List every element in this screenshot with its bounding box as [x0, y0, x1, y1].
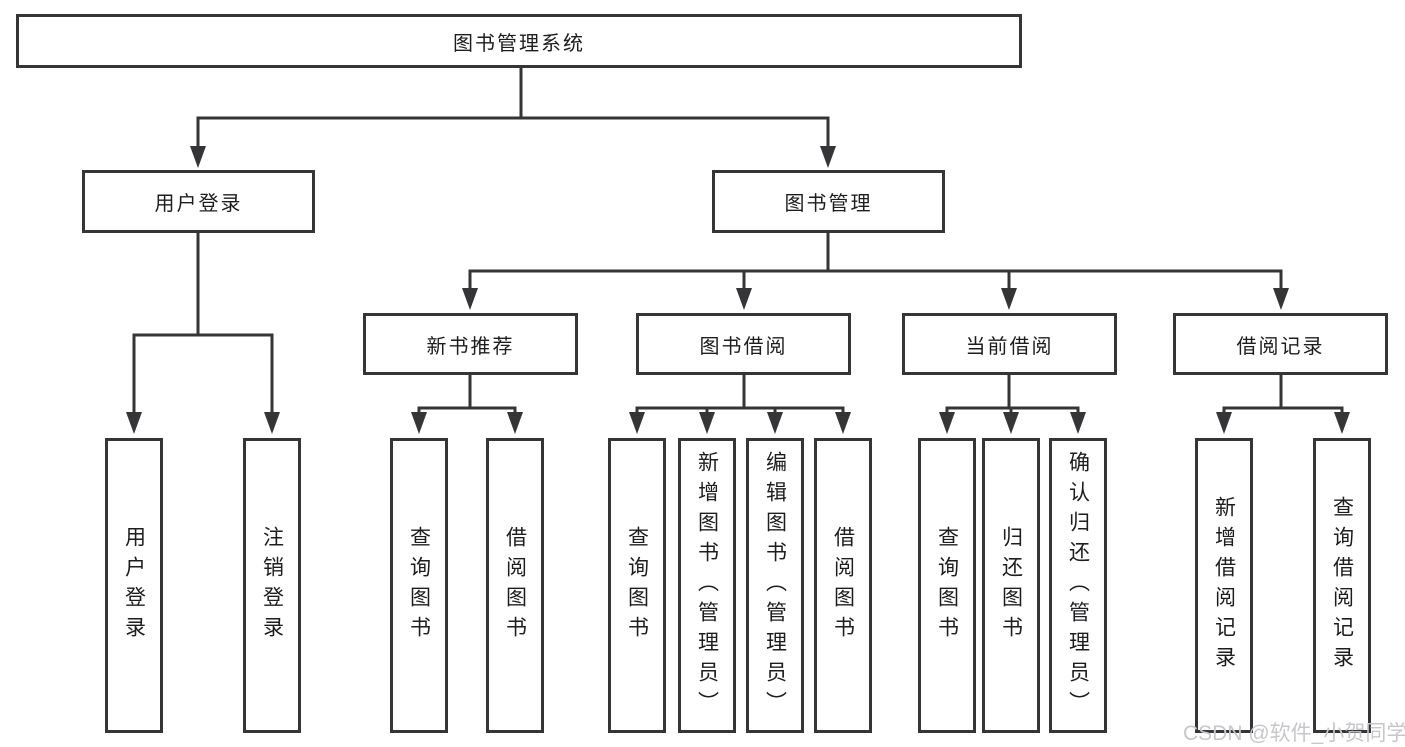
leaf-logout: 注销登录	[243, 438, 301, 733]
node-borrowing-records: 借阅记录	[1173, 313, 1388, 375]
leaf-query-books-current: 查询图书	[918, 438, 976, 733]
node-book-management-branch: 图书管理	[712, 170, 945, 233]
node-label: 新书推荐	[426, 335, 515, 358]
leaf-borrow-books-recommend: 借阅图书	[486, 438, 544, 733]
leaf-label: 注销登录	[260, 525, 284, 646]
node-label: 图书借阅	[699, 335, 788, 358]
leaf-label: 查询图书	[625, 525, 649, 646]
leaf-query-borrow-record: 查询借阅记录	[1313, 438, 1371, 733]
leaf-label: 新增借阅记录	[1212, 495, 1236, 676]
leaf-add-book-admin: 新增图书（管理员）	[678, 438, 736, 733]
node-label: 当前借阅	[965, 335, 1054, 358]
leaf-label: 借阅图书	[503, 525, 527, 646]
leaf-label: 新增图书（管理员）	[695, 450, 719, 721]
leaf-label: 编辑图书（管理员）	[763, 450, 787, 721]
leaf-edit-book-admin: 编辑图书（管理员）	[746, 438, 804, 733]
node-user-login-branch: 用户登录	[82, 170, 315, 233]
leaf-add-borrow-record: 新增借阅记录	[1195, 438, 1253, 733]
leaf-query-books-recommend: 查询图书	[390, 438, 448, 733]
leaf-label: 查询借阅记录	[1330, 495, 1354, 676]
leaf-borrow-books-borrowing: 借阅图书	[814, 438, 872, 733]
leaf-user-login: 用户登录	[105, 438, 163, 733]
leaf-label: 用户登录	[122, 525, 146, 646]
node-label: 借阅记录	[1236, 335, 1325, 358]
node-library-management-system: 图书管理系统	[16, 14, 1022, 68]
leaf-return-book: 归还图书	[982, 438, 1040, 733]
leaf-query-books-borrowing: 查询图书	[608, 438, 666, 733]
csdn-watermark: CSDN @软件_小贺同学	[1183, 722, 1405, 745]
node-book-borrowing: 图书借阅	[636, 313, 851, 375]
leaf-label: 查询图书	[407, 525, 431, 646]
node-label: 图书管理	[784, 193, 873, 215]
node-label: 图书管理系统	[453, 32, 585, 55]
leaf-confirm-return-admin: 确认归还（管理员）	[1049, 438, 1107, 733]
leaf-label: 借阅图书	[831, 525, 855, 646]
leaf-label: 确认归还（管理员）	[1066, 450, 1090, 721]
node-label: 用户登录	[154, 193, 243, 215]
node-new-book-recommendation: 新书推荐	[363, 313, 578, 375]
node-current-borrowing: 当前借阅	[902, 313, 1117, 375]
leaf-label: 归还图书	[999, 525, 1023, 646]
leaf-label: 查询图书	[935, 525, 959, 646]
